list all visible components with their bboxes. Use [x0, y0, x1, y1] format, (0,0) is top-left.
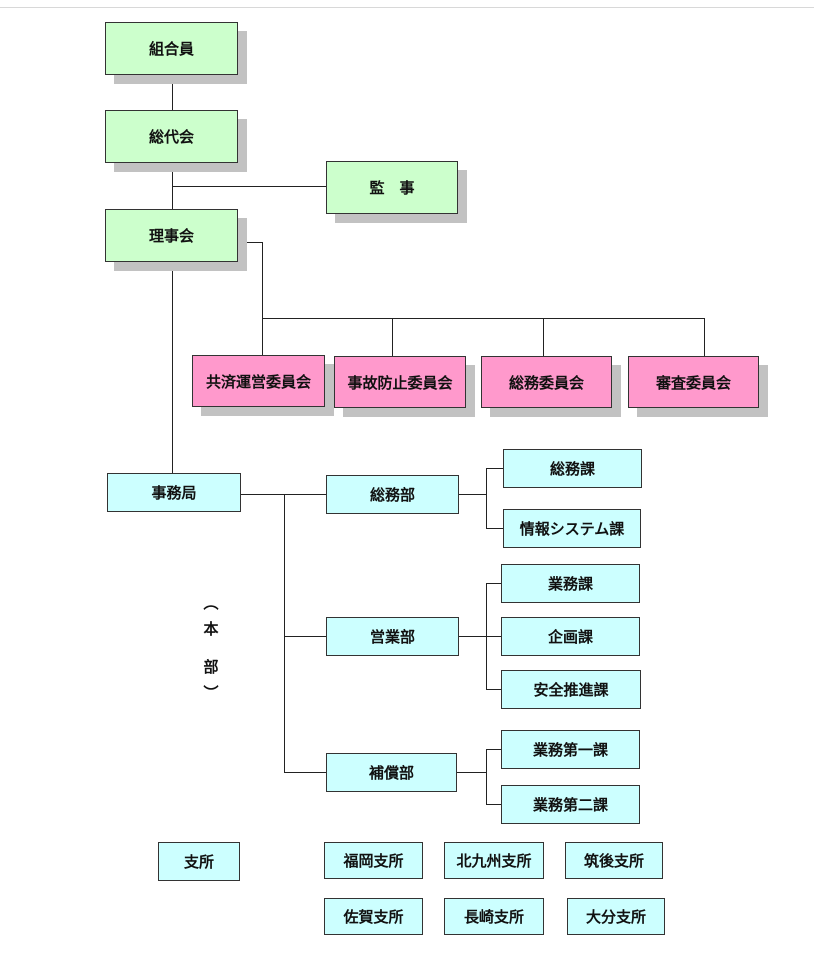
section-planning: 企画課 — [501, 617, 640, 656]
branch-oita: 大分支所 — [567, 898, 665, 935]
branch-chikugo: 筑後支所 — [565, 842, 663, 879]
dept-business: 営業部 — [326, 617, 459, 656]
committee-general-affairs: 総務委員会 — [481, 356, 612, 408]
headquarters-label-close: ︶ — [203, 684, 219, 702]
board-box: 理事会 — [105, 209, 238, 262]
headquarters-label-char-2: 部 — [203, 658, 219, 676]
section-business-second: 業務第二課 — [501, 785, 640, 824]
branch-fukuoka: 福岡支所 — [324, 842, 423, 879]
committee-mutual-aid-operations: 共済運営委員会 — [192, 355, 325, 407]
section-business-first: 業務第一課 — [501, 730, 640, 769]
general-assembly-box: 総代会 — [105, 110, 238, 163]
branches-box: 支所 — [158, 842, 240, 881]
auditor-box: 監 事 — [326, 161, 458, 214]
branch-nagasaki: 長崎支所 — [444, 898, 544, 935]
members-box: 組合員 — [105, 22, 238, 75]
branch-kitakyushu: 北九州支所 — [444, 842, 544, 879]
headquarters-label-char-1: 本 — [203, 620, 219, 638]
section-business: 業務課 — [501, 564, 640, 603]
headquarters-label: ︵ 本 部 ︶ — [198, 596, 224, 701]
dept-general-affairs: 総務部 — [326, 475, 459, 514]
section-information-systems: 情報システム課 — [503, 509, 641, 548]
secretariat-box: 事務局 — [107, 473, 241, 512]
top-divider — [0, 7, 814, 8]
dept-compensation: 補償部 — [326, 753, 457, 792]
section-safety-promotion: 安全推進課 — [501, 670, 641, 709]
committee-accident-prevention: 事故防止委員会 — [334, 356, 466, 408]
section-general-affairs: 総務課 — [503, 449, 642, 488]
committee-review: 審査委員会 — [628, 356, 759, 408]
branch-saga: 佐賀支所 — [324, 898, 423, 935]
headquarters-label-open: ︵ — [203, 594, 219, 612]
